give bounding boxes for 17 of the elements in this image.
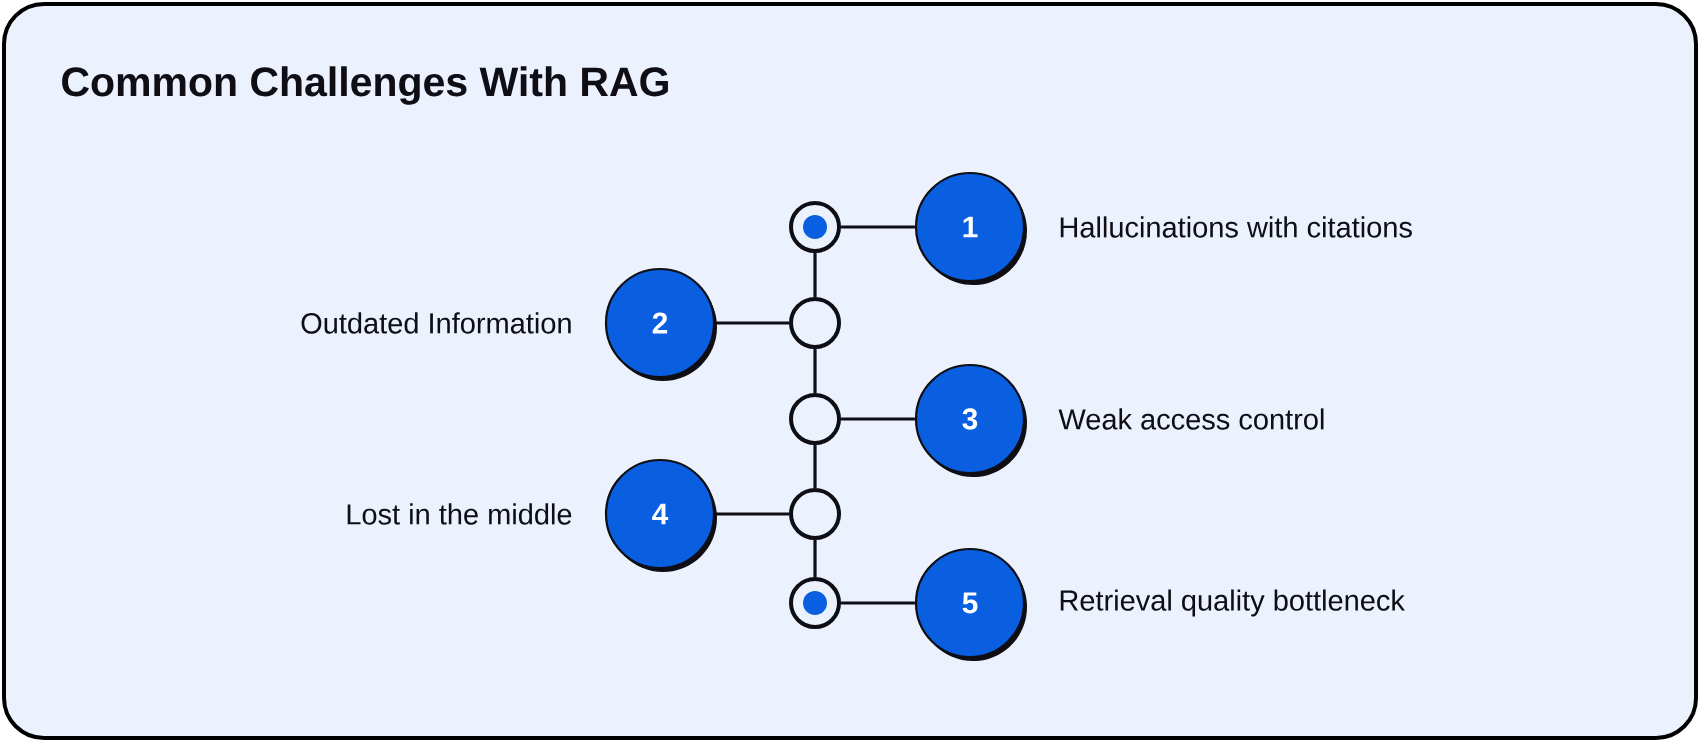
- junction-circle: [789, 297, 841, 349]
- connector-line: [841, 417, 915, 421]
- challenge-label: Retrieval quality bottleneck: [1060, 589, 1405, 617]
- title: Common Challenges With RAG: [62, 66, 668, 105]
- connector-line: [715, 512, 789, 516]
- connector-line: [813, 540, 817, 577]
- connector-line: [715, 321, 789, 325]
- connector-line: [813, 349, 817, 393]
- connector-line: [841, 225, 915, 229]
- connector-line: [813, 445, 817, 488]
- junction-circle: [789, 488, 841, 540]
- challenge-label: Weak access control: [1058, 408, 1324, 430]
- challenge-label: Hallucinations with citations: [1060, 216, 1412, 238]
- connector-line: [841, 601, 915, 605]
- challenge-label: Lost in the middle: [347, 503, 572, 525]
- challenge-label: Outdated Information: [301, 312, 571, 334]
- connector-line: [813, 253, 817, 297]
